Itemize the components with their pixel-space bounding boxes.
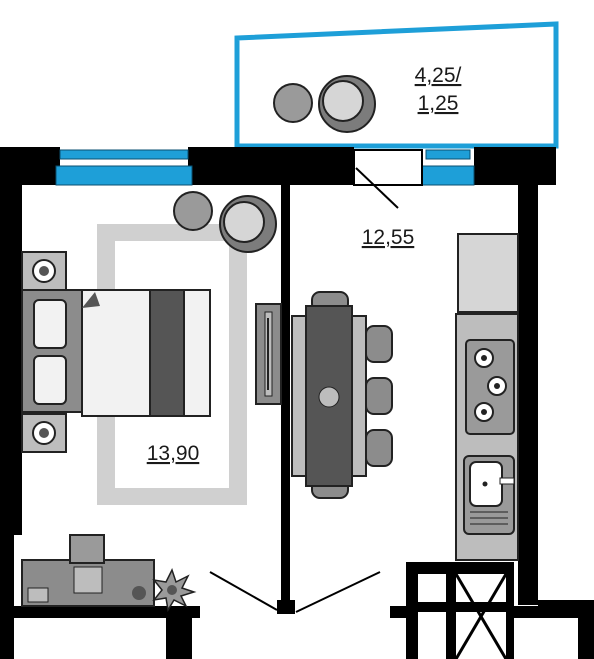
wall-door-post [277,600,295,614]
keyboard-icon [73,566,103,594]
pillow-icon [33,355,67,405]
mouse-icon [132,586,146,600]
wall-top-right [474,147,556,185]
bed-icon [21,289,211,417]
bedroom-area-label: 13,90 [147,442,200,465]
wall-bottom-left-stub [166,618,192,659]
sink-icon [463,455,515,535]
bedroom: 13,90 [21,191,282,613]
window-bedroom [55,165,193,186]
balcony-door-icon [355,167,399,209]
fridge-icon [457,233,519,313]
kitchen-living: 12,55 [291,226,519,613]
nightstand-icon [21,251,67,291]
window-bedroom-outer [59,149,189,160]
wall-partition [281,185,290,605]
kitchen-area-label: 12,55 [362,226,415,249]
armchair-icon [219,195,277,253]
wall-left [0,147,22,535]
desk-icon [21,534,155,607]
bedroom-door-icon [209,571,278,611]
chair-icon [365,377,393,415]
pillow-icon [33,299,67,349]
window-kitchen-outer [425,149,471,160]
radiator-icon [255,303,282,405]
side-table-icon [273,83,313,123]
blanket-fold [82,292,100,308]
balcony-door-opening [353,149,423,186]
balcony: 4,25/ 1,25 [234,21,559,149]
wall-right [518,185,538,605]
chair-icon [365,325,393,363]
balcony-frame [234,21,559,149]
side-table-icon [173,191,213,231]
wall-bottom-left [0,606,200,618]
balcony-area-label-1: 4,25/ [415,64,462,87]
wall-bottom-right-corner [538,600,594,618]
ventilation-shaft [406,562,514,659]
nightstand-icon [21,413,67,453]
window-kitchen [421,165,475,186]
stove-icon [465,339,515,435]
monitor-icon [69,534,105,564]
plant-icon [152,568,197,613]
wall-top-middle [188,147,354,185]
dining-table-icon [291,291,393,499]
windows [55,149,475,209]
armchair-icon [318,75,376,133]
wall-bottom-right-stub [578,618,594,659]
walls [0,147,594,659]
wall-left-lower [0,535,14,659]
kitchen-door-icon [295,571,381,613]
balcony-area-label-2: 1,25 [418,92,459,115]
chair-icon [365,429,393,467]
blanket-stripe [149,289,185,417]
